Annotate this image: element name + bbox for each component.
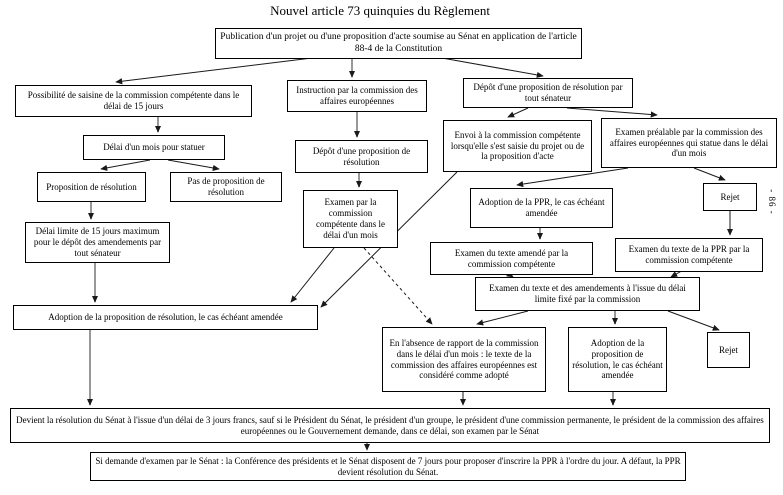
node-examen-ppr: Examen du texte de la PPR par la commiss… <box>615 238 763 272</box>
node-publication: Publication d'un projet ou d'une proposi… <box>215 28 582 59</box>
node-absence-rapport: En l'absence de rapport de la commission… <box>382 327 546 392</box>
node-depot-proposition: Dépôt d'une proposition de résolution <box>295 140 428 173</box>
node-rejet-1: Rejet <box>703 183 757 211</box>
node-examen-amende: Examen du texte amendé par la commission… <box>430 242 593 275</box>
node-adoption-resolution: Adoption de la proposition de résolution… <box>13 305 318 330</box>
node-pas-proposition: Pas de proposition de résolution <box>170 172 282 202</box>
node-proposition: Proposition de résolution <box>37 172 146 202</box>
edge-examen_commission-to-adoption_resolution <box>290 247 335 303</box>
node-saisine: Possibilité de saisine de la commission … <box>15 85 252 117</box>
edge-delai_mois-to-proposition <box>100 159 151 171</box>
edge-examen_prealable-to-rejet_1 <box>693 167 726 181</box>
node-delai-mois: Délai d'un mois pour statuer <box>83 135 225 160</box>
edge-examen_prealable-to-adoption_ppr <box>516 167 629 188</box>
node-examen-commission: Examen par la commission compétente dans… <box>303 190 398 248</box>
node-delai-limite: Délai limite de 15 jours maximum pour le… <box>25 222 170 263</box>
edge-depot_senateur-to-examen_prealable <box>566 107 658 118</box>
page-title: Nouvel article 73 quinquies du Règlement <box>270 3 490 18</box>
edge-examen_amendements-to-rejet_2 <box>667 310 720 331</box>
edge-publication-to-depot_senateur <box>441 57 544 78</box>
node-adoption-ppr: Adoption de la PPR, le cas échéant amend… <box>470 188 613 228</box>
edge-publication-to-saisine <box>115 57 313 85</box>
edge-depot_senateur-to-envoi <box>507 107 529 118</box>
node-examen-prealable: Examen préalable par la commission des a… <box>601 118 777 168</box>
node-rejet-2: Rejet <box>707 332 750 368</box>
node-depot-senateur: Dépôt d'une proposition de résolution pa… <box>463 78 633 108</box>
node-instruction: Instruction par la commission des affair… <box>287 80 427 112</box>
edge-examen_amendements-to-absence_rapport <box>476 310 529 326</box>
node-envoi: Envoi à la commission compétente lorsqu'… <box>443 120 592 172</box>
edge-delai_mois-to-pas_proposition <box>167 159 220 171</box>
edge-examen_commission-to-absence_rapport <box>363 247 433 325</box>
node-si-demande: Si demande d'examen par le Sénat : la Co… <box>90 452 686 481</box>
node-examen-amendements: Examen du texte et des amendements à l'i… <box>475 277 700 311</box>
node-devient-resolution: Devient la résolution du Sénat à l'issue… <box>10 408 770 443</box>
node-adoption-resolution-2: Adoption de la proposition de résolution… <box>568 327 667 392</box>
